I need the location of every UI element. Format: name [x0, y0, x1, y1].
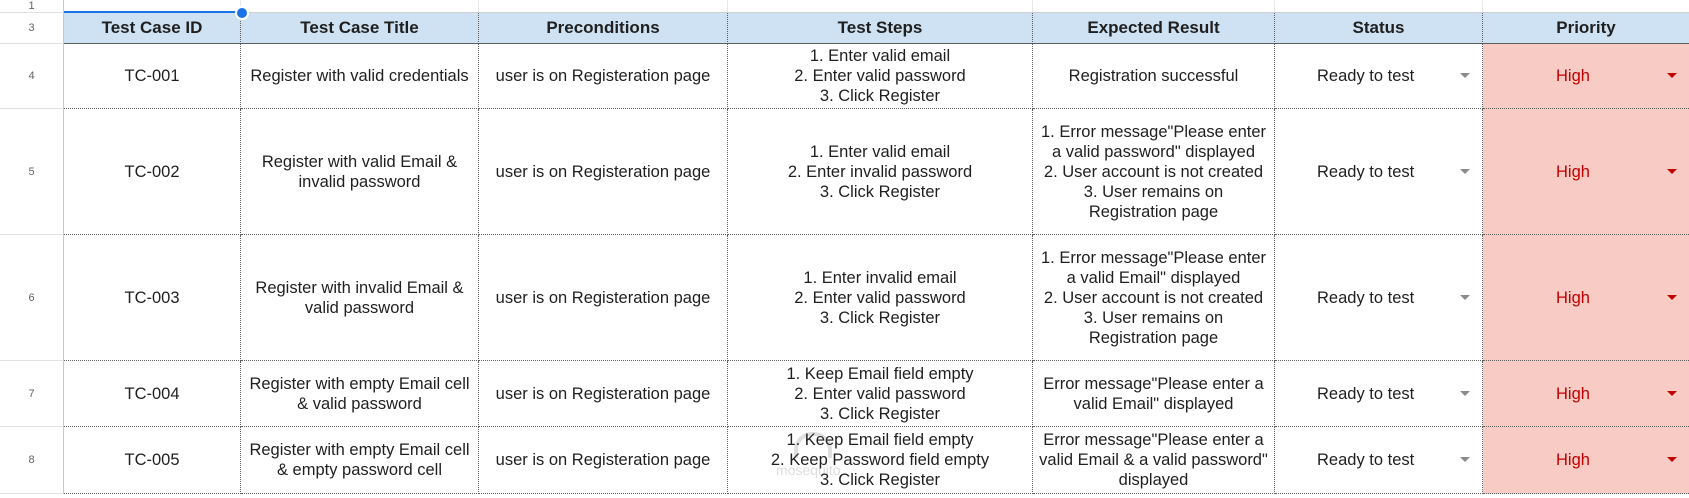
cell[interactable] — [479, 0, 728, 13]
test-case-title-cell[interactable]: Register with empty Email cell & empty p… — [241, 427, 479, 494]
header-expected-result[interactable]: Expected Result — [1033, 13, 1275, 44]
dropdown-arrow-icon[interactable] — [1667, 73, 1677, 78]
row-number[interactable]: 1 — [0, 0, 64, 13]
test-case-id-cell[interactable]: TC-005 — [64, 427, 241, 494]
expected-result-cell[interactable]: 1. Error message"Please enter a valid Em… — [1033, 235, 1275, 361]
status-value: Ready to test — [1317, 162, 1415, 181]
table-row: 6 TC-003 Register with invalid Email & v… — [0, 235, 1689, 361]
dropdown-arrow-icon[interactable] — [1460, 457, 1470, 462]
table-row: 4 TC-001 Register with valid credentials… — [0, 44, 1689, 109]
preconditions-cell[interactable]: user is on Registeration page — [479, 427, 728, 494]
priority-dropdown[interactable]: High — [1483, 109, 1689, 235]
preconditions-cell[interactable]: user is on Registeration page — [479, 109, 728, 235]
status-dropdown[interactable]: Ready to test — [1275, 44, 1483, 109]
status-dropdown[interactable]: Ready to test — [1275, 427, 1483, 494]
cell[interactable] — [1483, 0, 1689, 13]
test-case-title-cell[interactable]: Register with valid Email & invalid pass… — [241, 109, 479, 235]
priority-value: High — [1556, 288, 1590, 307]
row-number[interactable]: 3 — [0, 13, 64, 44]
expected-result-cell[interactable]: Error message"Please enter a valid Email… — [1033, 427, 1275, 494]
preconditions-cell[interactable]: user is on Registeration page — [479, 44, 728, 109]
cell[interactable] — [241, 0, 479, 13]
selection-border — [64, 11, 241, 13]
preconditions-cell[interactable]: user is on Registeration page — [479, 361, 728, 427]
table-row: 8 TC-005 Register with empty Email cell … — [0, 427, 1689, 494]
test-steps-cell[interactable]: 1. Enter invalid email 2. Enter valid pa… — [728, 235, 1033, 361]
row-number[interactable]: 4 — [0, 44, 64, 109]
test-steps-cell[interactable]: 1. Keep Email field empty 2. Keep Passwo… — [728, 427, 1033, 494]
test-case-title-cell[interactable]: Register with valid credentials — [241, 44, 479, 109]
header-preconditions[interactable]: Preconditions — [479, 13, 728, 44]
test-case-id-cell[interactable]: TC-003 — [64, 235, 241, 361]
header-priority[interactable]: Priority — [1483, 13, 1689, 44]
test-steps-cell[interactable]: 1. Keep Email field empty 2. Enter valid… — [728, 361, 1033, 427]
cell[interactable] — [728, 0, 1033, 13]
status-dropdown[interactable]: Ready to test — [1275, 361, 1483, 427]
dropdown-arrow-icon[interactable] — [1460, 168, 1470, 174]
dropdown-arrow-icon[interactable] — [1460, 390, 1470, 396]
test-steps-cell[interactable]: 1. Enter valid email 2. Enter invalid pa… — [728, 109, 1033, 235]
dropdown-arrow-icon[interactable] — [1460, 73, 1470, 78]
dropdown-arrow-icon[interactable] — [1667, 457, 1677, 462]
table-row: 7 TC-004 Register with empty Email cell … — [0, 361, 1689, 427]
test-case-title-cell[interactable]: Register with invalid Email & valid pass… — [241, 235, 479, 361]
dropdown-arrow-icon[interactable] — [1460, 294, 1470, 300]
priority-dropdown[interactable]: High — [1483, 235, 1689, 361]
test-case-title-cell[interactable]: Register with empty Email cell & valid p… — [241, 361, 479, 427]
expected-result-cell[interactable]: 1. Error message"Please enter a valid pa… — [1033, 109, 1275, 235]
expected-result-cell[interactable]: Error message"Please enter a valid Email… — [1033, 361, 1275, 427]
cell[interactable] — [1033, 0, 1275, 13]
status-value: Ready to test — [1317, 67, 1415, 85]
priority-value: High — [1556, 384, 1590, 403]
header-test-steps[interactable]: Test Steps — [728, 13, 1033, 44]
header-row: 3 Test Case ID Test Case Title Precondit… — [0, 13, 1689, 44]
expected-result-cell[interactable]: Registration successful — [1033, 44, 1275, 109]
priority-dropdown[interactable]: High — [1483, 427, 1689, 494]
priority-dropdown[interactable]: High — [1483, 44, 1689, 109]
dropdown-arrow-icon[interactable] — [1667, 294, 1677, 300]
cell[interactable] — [1275, 0, 1483, 13]
table-row: 5 TC-002 Register with valid Email & inv… — [0, 109, 1689, 235]
test-case-id-cell[interactable]: TC-001 — [64, 44, 241, 109]
priority-dropdown[interactable]: High — [1483, 361, 1689, 427]
status-value: Ready to test — [1317, 451, 1415, 469]
row-number[interactable]: 7 — [0, 361, 64, 427]
selection-fill-handle[interactable] — [235, 6, 249, 20]
status-dropdown[interactable]: Ready to test — [1275, 109, 1483, 235]
priority-value: High — [1556, 67, 1590, 85]
preconditions-cell[interactable]: user is on Registeration page — [479, 235, 728, 361]
priority-value: High — [1556, 451, 1590, 469]
status-value: Ready to test — [1317, 288, 1415, 307]
test-steps-cell[interactable]: 1. Enter valid email 2. Enter valid pass… — [728, 44, 1033, 109]
dropdown-arrow-icon[interactable] — [1667, 168, 1677, 174]
header-status[interactable]: Status — [1275, 13, 1483, 44]
row-number[interactable]: 6 — [0, 235, 64, 361]
test-case-id-cell[interactable]: TC-004 — [64, 361, 241, 427]
status-dropdown[interactable]: Ready to test — [1275, 235, 1483, 361]
header-test-case-title[interactable]: Test Case Title — [241, 13, 479, 44]
priority-value: High — [1556, 162, 1590, 181]
dropdown-arrow-icon[interactable] — [1667, 390, 1677, 396]
status-value: Ready to test — [1317, 384, 1415, 403]
row-number[interactable]: 5 — [0, 109, 64, 235]
row-number[interactable]: 8 — [0, 427, 64, 494]
test-case-id-cell[interactable]: TC-002 — [64, 109, 241, 235]
header-test-case-id[interactable]: Test Case ID — [64, 13, 241, 44]
sheet-row-1: 1 — [0, 0, 1689, 13]
